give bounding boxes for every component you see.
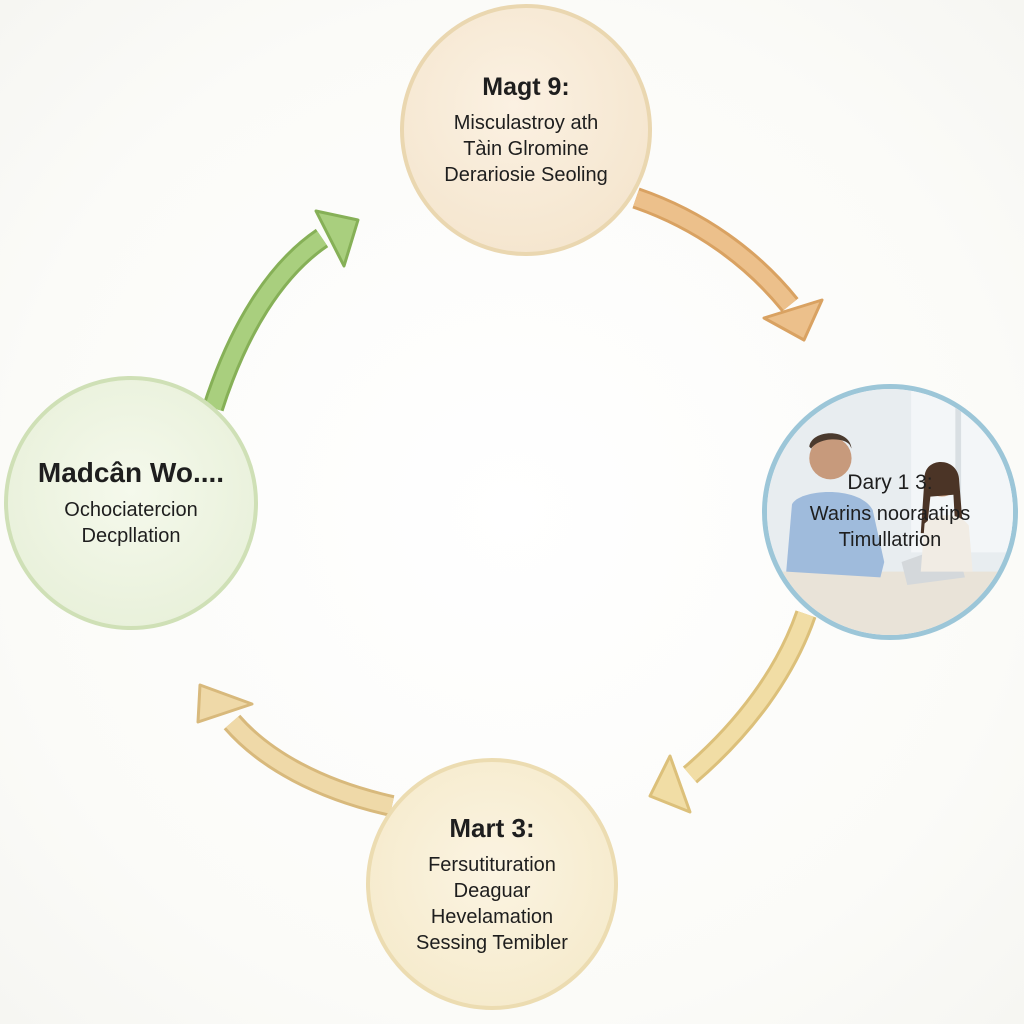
node-top-title: Magt 9:: [482, 72, 570, 101]
node-left-line-1: Ochociatercion: [64, 499, 198, 521]
cycle-node-left: Madcân Wo.... Ochociatercion Decpllation: [4, 376, 258, 630]
node-right-line-2: Timullatrion: [838, 529, 942, 551]
arrow-top-to-right: [632, 187, 824, 342]
cycle-node-right: Dary 1 3: Warins nooraatips Timullatrion: [762, 384, 1018, 640]
node-bottom-title: Mart 3:: [449, 812, 535, 843]
node-bottom-line-4: Sessing Temibler: [416, 931, 568, 954]
node-left-title: Madcân Wo....: [37, 457, 225, 488]
person-man: [809, 437, 852, 480]
node-bottom-line-3: Hevelamation: [430, 905, 554, 928]
cycle-node-top: Magt 9: Misculastroy ath Tàin Glromine D…: [400, 4, 652, 256]
node-bottom-line-1: Fersutituration: [428, 853, 556, 876]
node-bottom-line-2: Deaguar: [453, 879, 531, 902]
cycle-node-bottom: Mart 3: Fersutituration Deaguar Hevelama…: [366, 758, 618, 1010]
arrow-right-to-bottom: [648, 610, 817, 814]
node-top-line-3: Derariosie Seoling: [444, 163, 608, 186]
node-right-line-1: Warins nooraatips: [809, 503, 971, 525]
node-top-line-2: Tàin Glromine: [463, 137, 589, 160]
node-left-line-2: Decpllation: [81, 525, 181, 547]
office-photo: [767, 389, 1013, 635]
node-top-line-1: Misculastroy ath: [453, 111, 599, 134]
arrow-bottom-to-left: [196, 683, 395, 817]
arrow-left-to-top: [202, 209, 360, 412]
node-right-title: Dary 1 3:: [847, 471, 933, 494]
